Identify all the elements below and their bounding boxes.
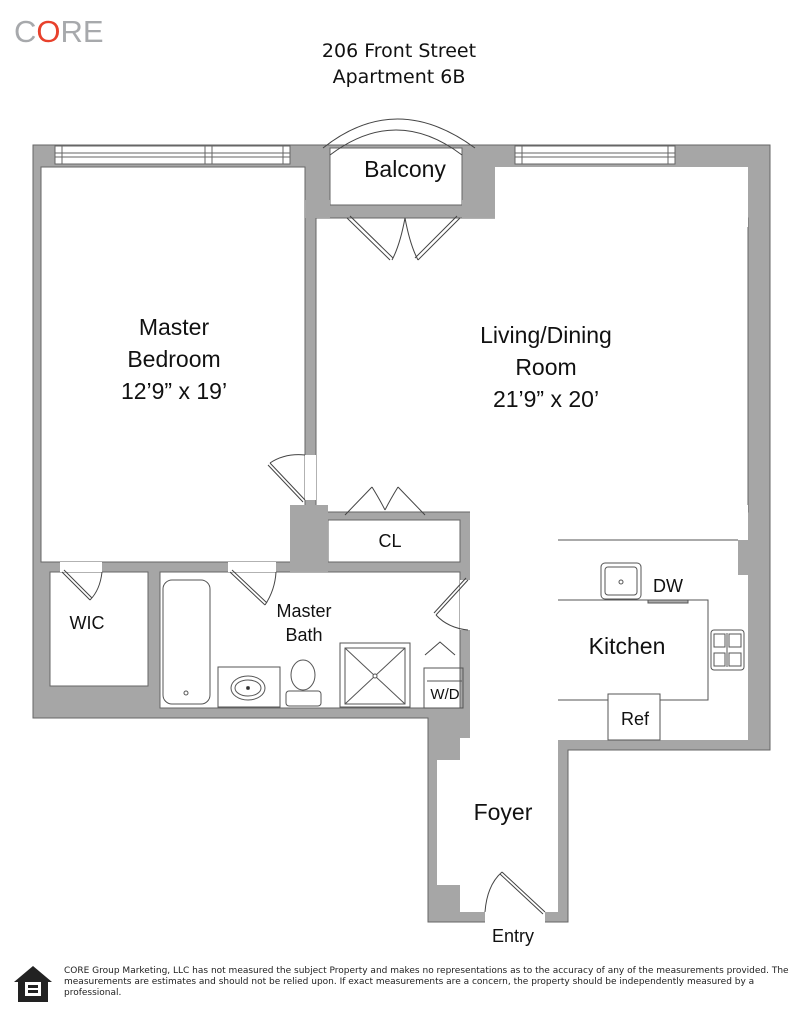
apartment-number: Apartment 6B: [332, 66, 466, 88]
listing-title: 206 Front Street Apartment 6B: [250, 38, 548, 90]
wic-door: [61, 569, 103, 601]
hall-floor: [470, 505, 748, 540]
closet-doors: [344, 486, 426, 516]
closet-label: CL: [378, 531, 401, 551]
bath-door: [229, 569, 277, 606]
door-openings: [55, 146, 675, 923]
wd-door: [424, 641, 456, 656]
entry-door: [484, 871, 546, 915]
wic-label: WIC: [70, 613, 105, 633]
bathtub: [162, 579, 211, 705]
refrigerator: [607, 693, 661, 741]
kitchen-sink: [600, 562, 642, 600]
balcony-floor: [329, 147, 463, 206]
cooktop: [710, 629, 745, 671]
balcony-railing: [322, 118, 476, 156]
kitchen-nook: [738, 575, 748, 740]
dishwasher: [647, 599, 689, 604]
bath-label: Master: [276, 601, 331, 621]
bath-side-door: [433, 577, 469, 631]
bath-label: Bath: [285, 625, 322, 645]
windows: [54, 145, 676, 165]
ref-label: Ref: [621, 709, 650, 729]
toilet-tank: [285, 690, 322, 707]
sink: [230, 675, 266, 701]
wall-overlays: [290, 200, 495, 572]
disclaimer: CORE Group Marketing, LLC has not measur…: [64, 966, 789, 998]
kitchen-floor: [470, 540, 738, 740]
bedroom-floor: [40, 166, 306, 563]
doors: [61, 215, 546, 915]
address: 206 Front Street: [321, 40, 477, 62]
living-label: Living/Dining: [480, 322, 612, 348]
foyer-label: Foyer: [474, 799, 533, 825]
washer-dryer-unit: [423, 667, 464, 709]
wd-label: W/D: [430, 686, 459, 703]
living-label: Room: [515, 354, 576, 380]
dw-label: DW: [653, 576, 683, 596]
balcony-door-right: [414, 215, 461, 261]
room-interiors: [40, 147, 749, 912]
living-dimensions: 21’9” x 20’: [493, 386, 599, 412]
equal-housing-icon: [14, 966, 52, 1002]
living-upper-floor: [495, 167, 748, 227]
kitchen-fixtures: [558, 539, 745, 741]
logo-accent: O: [36, 14, 61, 49]
shower: [339, 642, 411, 708]
entry-label: Entry: [492, 926, 534, 946]
living-floor: [315, 217, 749, 513]
logo-text: C: [14, 14, 37, 49]
bedroom-label: Bedroom: [127, 346, 220, 372]
wic-floor: [49, 571, 149, 687]
bath-fixtures: [162, 579, 464, 709]
core-logo: CORE: [14, 14, 104, 50]
bedroom-label: Master: [139, 314, 210, 340]
logo-text: RE: [60, 14, 104, 49]
bedroom-door: [267, 454, 306, 503]
foyer-side: [437, 760, 461, 885]
balcony-door-left: [346, 215, 394, 261]
bedroom-dimensions: 12’9” x 19’: [121, 378, 227, 404]
tub-drain: [183, 690, 189, 696]
balcony-label: Balcony: [364, 156, 446, 182]
toilet: [290, 659, 316, 691]
closet-floor: [327, 519, 461, 563]
foyer-floor: [460, 738, 558, 912]
kitchen-label: Kitchen: [589, 633, 666, 659]
vanity: [217, 666, 281, 708]
